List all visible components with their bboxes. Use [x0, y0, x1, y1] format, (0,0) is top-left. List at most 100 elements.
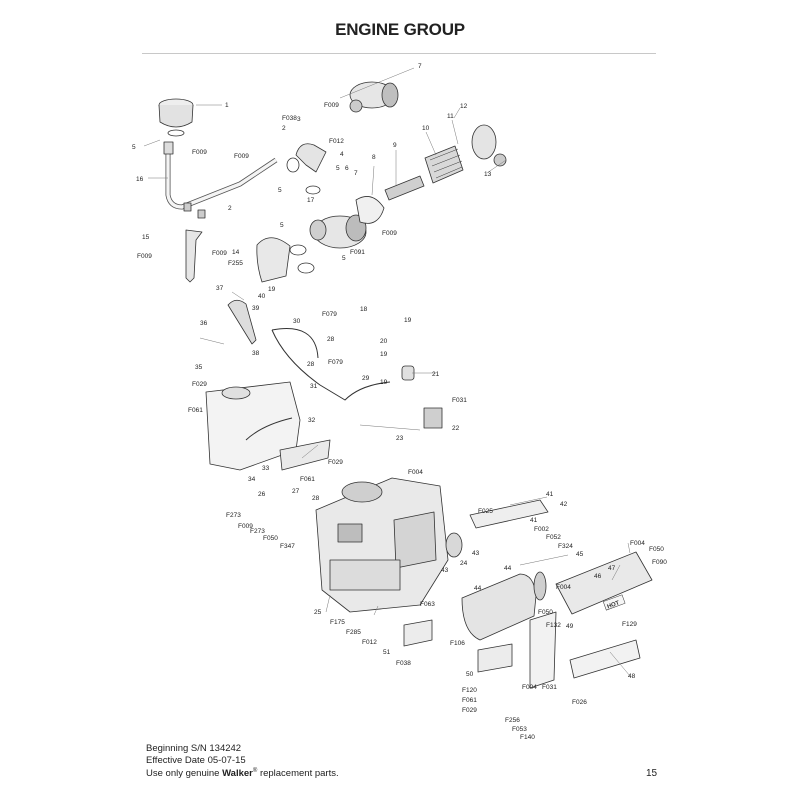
callout-c28b: 28	[307, 361, 315, 368]
muffler-bracket-part	[477, 643, 513, 673]
brand-name: Walker	[222, 768, 253, 780]
callout-cf061a: F061	[188, 407, 203, 414]
hot-warning-stamp: HOT	[606, 600, 620, 610]
callout-c32: 32	[308, 417, 316, 424]
callout-cf009e: F009	[324, 102, 339, 109]
callout-cf012a: F012	[329, 138, 344, 145]
callout-cf029c: F029	[462, 707, 477, 714]
callout-cf079a: F079	[322, 311, 337, 318]
leader-lines	[143, 67, 631, 677]
effective-date-text: Effective Date 05-07-15	[146, 754, 246, 766]
registered-mark: ®	[252, 768, 258, 774]
callout-c27: 27	[292, 488, 300, 495]
callout-cf090: F090	[652, 559, 667, 566]
dipstick-part	[227, 299, 257, 345]
callout-cf061c: F061	[462, 697, 477, 704]
callout-c16: 16	[136, 176, 144, 183]
callout-c31: 31	[310, 383, 318, 390]
shroud-plate-part	[469, 499, 549, 529]
callout-c45: 45	[576, 551, 584, 558]
callout-cf140: F140	[520, 734, 535, 741]
callout-cf050b: F050	[649, 546, 664, 553]
callout-cf009d: F009	[234, 153, 249, 160]
elbow-hose-part	[295, 143, 327, 173]
callout-c18: 18	[360, 306, 368, 313]
callout-c5d: 5	[280, 222, 284, 229]
band-clamp-part	[355, 196, 385, 224]
fuel-hose-part	[271, 329, 391, 401]
clamp-part	[197, 209, 206, 219]
callout-c15: 15	[142, 234, 150, 241]
callout-c20: 20	[380, 338, 388, 345]
callout-c12: 12	[460, 103, 468, 110]
callout-cf009f: F009	[382, 230, 397, 237]
muffler-part	[461, 571, 547, 641]
callout-c19a: 19	[268, 286, 276, 293]
oil-filter-part	[445, 532, 463, 558]
callout-c19c: 19	[380, 351, 388, 358]
callout-cf009b: F009	[192, 149, 207, 156]
callout-c47: 47	[608, 565, 616, 572]
callout-c7a: 7	[418, 63, 422, 70]
callout-c19b: 19	[404, 317, 412, 324]
callout-cf038b: F038	[396, 660, 411, 667]
callout-cf012b: F012	[362, 639, 377, 646]
callout-c5b: 5	[278, 187, 282, 194]
callout-c28a: 28	[327, 336, 335, 343]
callout-cf004b: F004	[630, 540, 645, 547]
parts-artwork	[158, 81, 653, 689]
callout-c10: 10	[422, 125, 430, 132]
callout-cf029b: F029	[328, 459, 343, 466]
breather-cap-part	[158, 98, 194, 137]
callout-cf004c: F004	[556, 584, 571, 591]
callout-c2a: 2	[228, 205, 232, 212]
callout-c6: 6	[345, 165, 349, 172]
callout-c22: 22	[452, 425, 460, 432]
elbow-hose-part	[256, 237, 291, 283]
callout-c25: 25	[314, 609, 322, 616]
air-cleaner-top-part	[349, 81, 399, 113]
callout-cf029a: F029	[192, 381, 207, 388]
callout-c5c: 5	[336, 165, 340, 172]
callout-cf025: F025	[478, 508, 493, 515]
page-number: 15	[646, 768, 658, 779]
callout-cf324: F324	[558, 543, 573, 550]
footer: Beginning S/N 134242 Effective Date 05-0…	[146, 743, 339, 780]
heat-shield-part	[279, 439, 331, 471]
hose-clamp-part	[297, 262, 315, 274]
callout-c41b: 41	[530, 517, 538, 524]
callout-c4: 4	[340, 151, 344, 158]
callout-cf053: F053	[512, 726, 527, 733]
callout-c1: 1	[225, 102, 229, 109]
callout-c3: 3	[297, 116, 301, 123]
callout-cf079b: F079	[328, 359, 343, 366]
callout-cf002: F002	[534, 526, 549, 533]
callout-c39: 39	[252, 305, 260, 312]
hose-clamp-part	[289, 244, 307, 256]
callout-cf255: F255	[228, 260, 243, 267]
callout-cf026: F026	[572, 699, 587, 706]
title-divider	[142, 53, 656, 54]
callout-c5a: 5	[132, 144, 136, 151]
callout-cf273a: F273	[226, 512, 241, 519]
muffler-bracket-part	[529, 611, 557, 689]
callout-c26: 26	[258, 491, 266, 498]
callout-c7b: 7	[354, 170, 358, 177]
callout-c37: 37	[216, 285, 224, 292]
callout-cf038a: F038	[282, 115, 297, 122]
callout-cf129: F129	[622, 621, 637, 628]
callout-c29: 29	[362, 375, 370, 382]
callout-cf120: F120	[462, 687, 477, 694]
fuel-hose-part	[271, 328, 319, 359]
mount-plate-part	[403, 619, 433, 647]
callout-cf132: F132	[546, 622, 561, 629]
callout-c44a: 44	[504, 565, 512, 572]
callout-cf031a: F031	[452, 397, 467, 404]
callout-c36: 36	[200, 320, 208, 327]
callout-cf063: F063	[420, 601, 435, 608]
callout-cf256: F256	[505, 717, 520, 724]
clamp-part	[183, 202, 192, 212]
callout-c30: 30	[293, 318, 301, 325]
callout-c50: 50	[466, 671, 474, 678]
muffler-support-part	[569, 639, 641, 679]
